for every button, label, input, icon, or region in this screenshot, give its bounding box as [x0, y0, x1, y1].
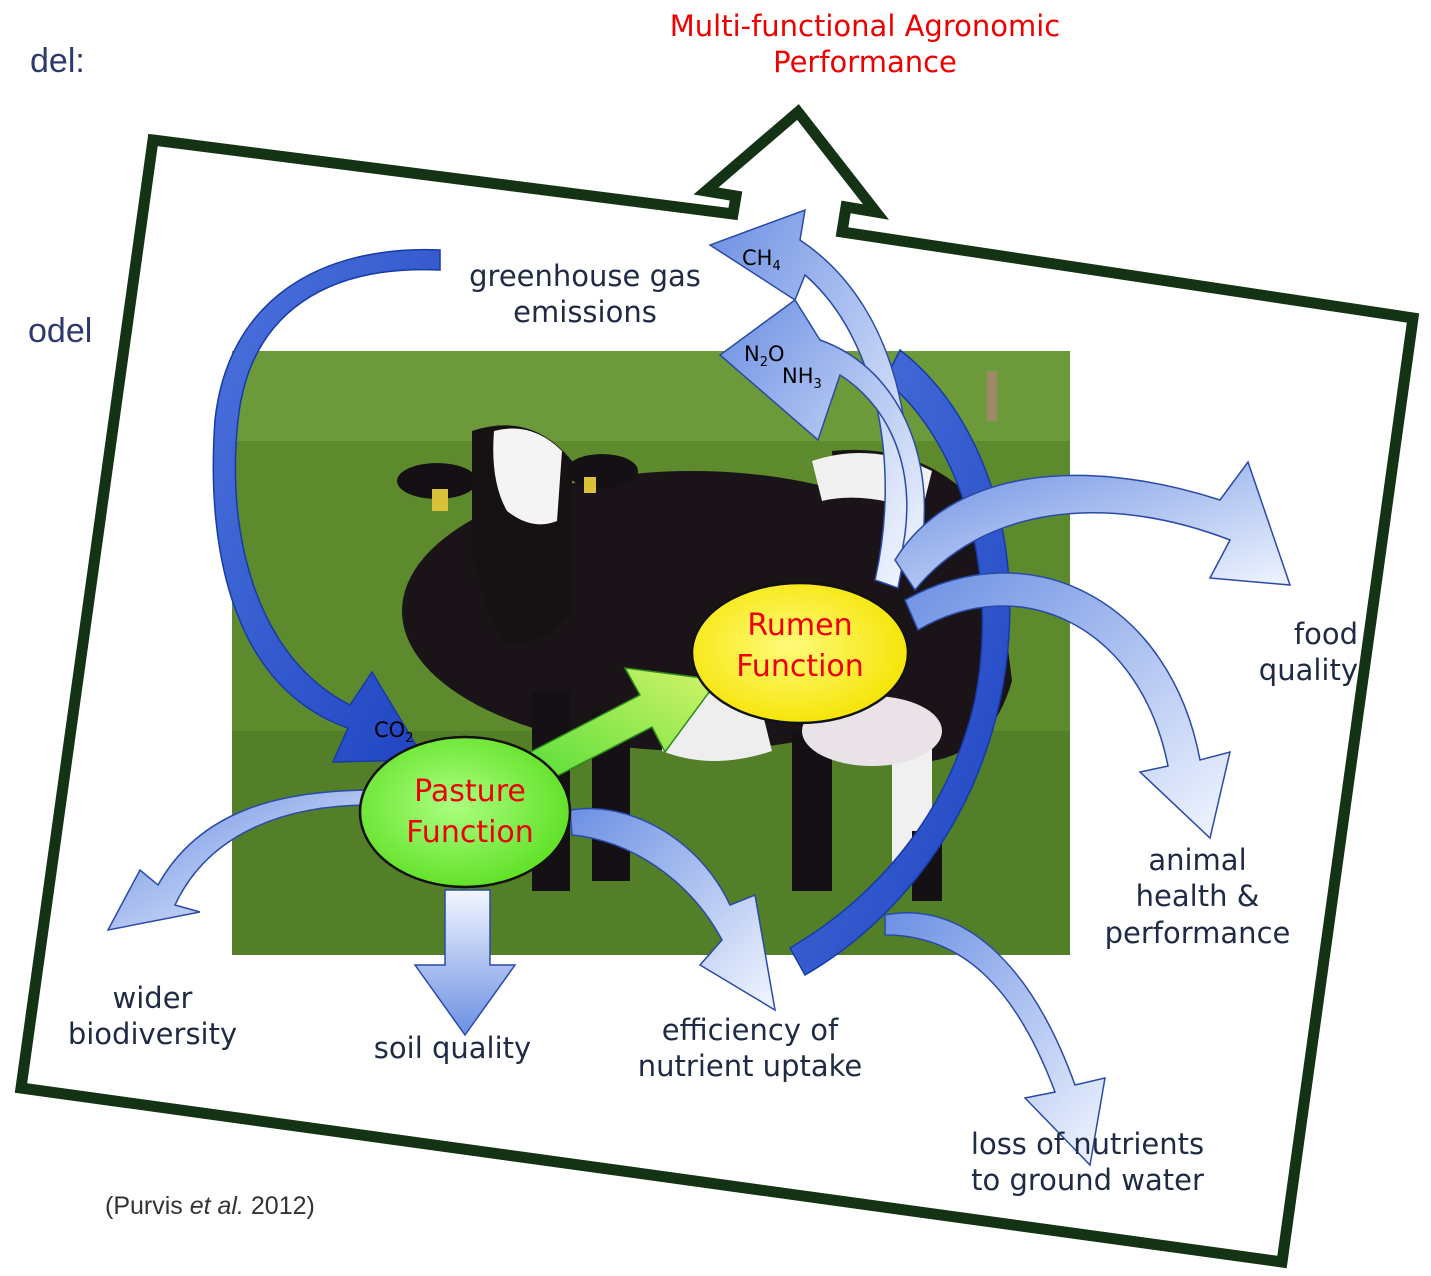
nutrient-loss-arrow [884, 912, 1106, 1167]
food-quality-arrow [894, 460, 1292, 592]
slide-fragment-1: del: [30, 42, 85, 80]
animal-line-2: health & [1135, 879, 1260, 914]
diagram-title: Multi-functional Agronomic Performance [580, 8, 1150, 81]
food-quality-line-2: quality [1258, 653, 1358, 688]
food-quality-label: food quality [1228, 616, 1358, 689]
nh3-label: NH3 [782, 364, 822, 393]
ch4-label: CH4 [742, 246, 781, 275]
wider-line-2: biodiversity [67, 1017, 238, 1052]
efficiency-line-2: nutrient uptake [637, 1049, 863, 1084]
nutrient-cycle-arrow [788, 348, 1011, 977]
efficiency-line-1: efficiency of [661, 1013, 839, 1047]
animal-health-arrow [904, 572, 1232, 840]
title-line-1: Multi-functional Agronomic [669, 9, 1061, 43]
ghg-line-2: emissions [513, 295, 657, 330]
biodiversity-arrow [106, 789, 377, 932]
rumen-line-1: Rumen [747, 608, 853, 643]
pasture-line-2: Function [406, 814, 534, 850]
citation-etal: et al. [189, 1192, 244, 1220]
rumen-line-2: Function [736, 648, 864, 684]
food-quality-line-1: food [1293, 617, 1358, 651]
n2o-nh3-arrow [718, 298, 926, 566]
pasture-function-label: Pasture Function [370, 772, 570, 853]
loss-line-1: loss of nutrients [970, 1127, 1205, 1161]
rumen-function-oval [690, 581, 910, 725]
co2-cycle-arrow [212, 248, 441, 763]
n2o-label: N2O [744, 342, 785, 371]
greenhouse-gas-label: greenhouse gas emissions [440, 258, 730, 331]
citation: (Purvis et al. 2012) [105, 1192, 315, 1220]
animal-health-label: animal health & performance [1085, 842, 1310, 951]
pasture-line-1: Pasture [414, 774, 526, 809]
efficiency-arrow [569, 807, 777, 1012]
ghg-line-1: greenhouse gas [469, 259, 701, 293]
pasture-function-oval [358, 735, 572, 889]
efficiency-label: efficiency of nutrient uptake [605, 1012, 895, 1085]
soil-quality-label: soil quality [373, 1031, 532, 1065]
co2-label: CO2 [374, 718, 414, 747]
wider-biodiversity-label: wider biodiversity [45, 980, 260, 1053]
animal-line-1: animal [1148, 843, 1247, 877]
animal-line-3: performance [1104, 915, 1291, 950]
soil-quality-arrow [413, 889, 517, 1037]
slide-fragment-2: odel [28, 312, 93, 350]
loss-line-2: to ground water [971, 1163, 1204, 1198]
title-line-2: Performance [773, 45, 957, 80]
frame-outline [14, 104, 1420, 1269]
rumen-function-label: Rumen Function [700, 606, 900, 687]
nutrient-loss-label: loss of nutrients to ground water [935, 1126, 1240, 1199]
wider-line-1: wider [112, 981, 193, 1015]
